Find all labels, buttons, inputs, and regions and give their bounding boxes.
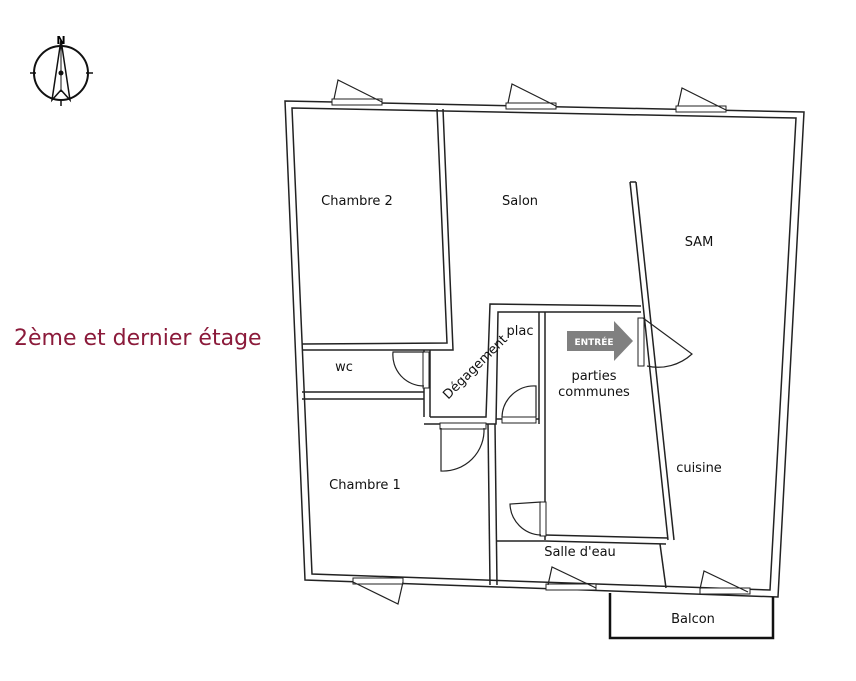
compass-north-label: N [56,34,65,47]
window-top-middle [505,83,557,110]
entrance-label: ENTRÉE [574,336,613,348]
entrance-arrow: ENTRÉE [567,321,633,361]
room-label-communes: communes [558,385,630,400]
window-top-left [331,79,383,106]
window-bottom-left [352,577,404,605]
chambre2-wall [301,108,448,345]
door-entree [637,317,693,368]
room-label-balcon: Balcon [671,612,715,627]
window-bottom-middle [545,566,597,591]
outer-wall-outer [284,100,805,598]
room-label-degagement: Dégagement [440,332,510,402]
balcony-outline [608,593,775,640]
room-label-chambre-1: Chambre 1 [329,478,401,493]
sam-cuisine-wall [629,181,669,541]
room-label-wc: wc [335,360,353,375]
floor-title: 2ème et dernier étage [14,326,262,351]
room-label-chambre-2: Chambre 2 [321,194,393,209]
door-salle-eau [509,501,547,537]
door-plac [501,385,537,424]
room-label-parties: parties [571,369,616,384]
compass-icon: N [30,34,93,106]
door-chambre1 [439,422,487,472]
window-bottom-right [699,570,751,595]
room-label-plac: plac [507,324,534,339]
room-label-cuisine: cuisine [676,461,722,476]
degagement-wall [430,303,642,418]
door-wc [392,351,430,389]
outer-wall-inner [291,107,797,591]
room-label-salle-eau: Salle d'eau [544,545,616,560]
window-top-right [675,87,727,113]
room-label-sam: SAM [685,235,714,250]
room-label-salon: Salon [502,194,538,209]
